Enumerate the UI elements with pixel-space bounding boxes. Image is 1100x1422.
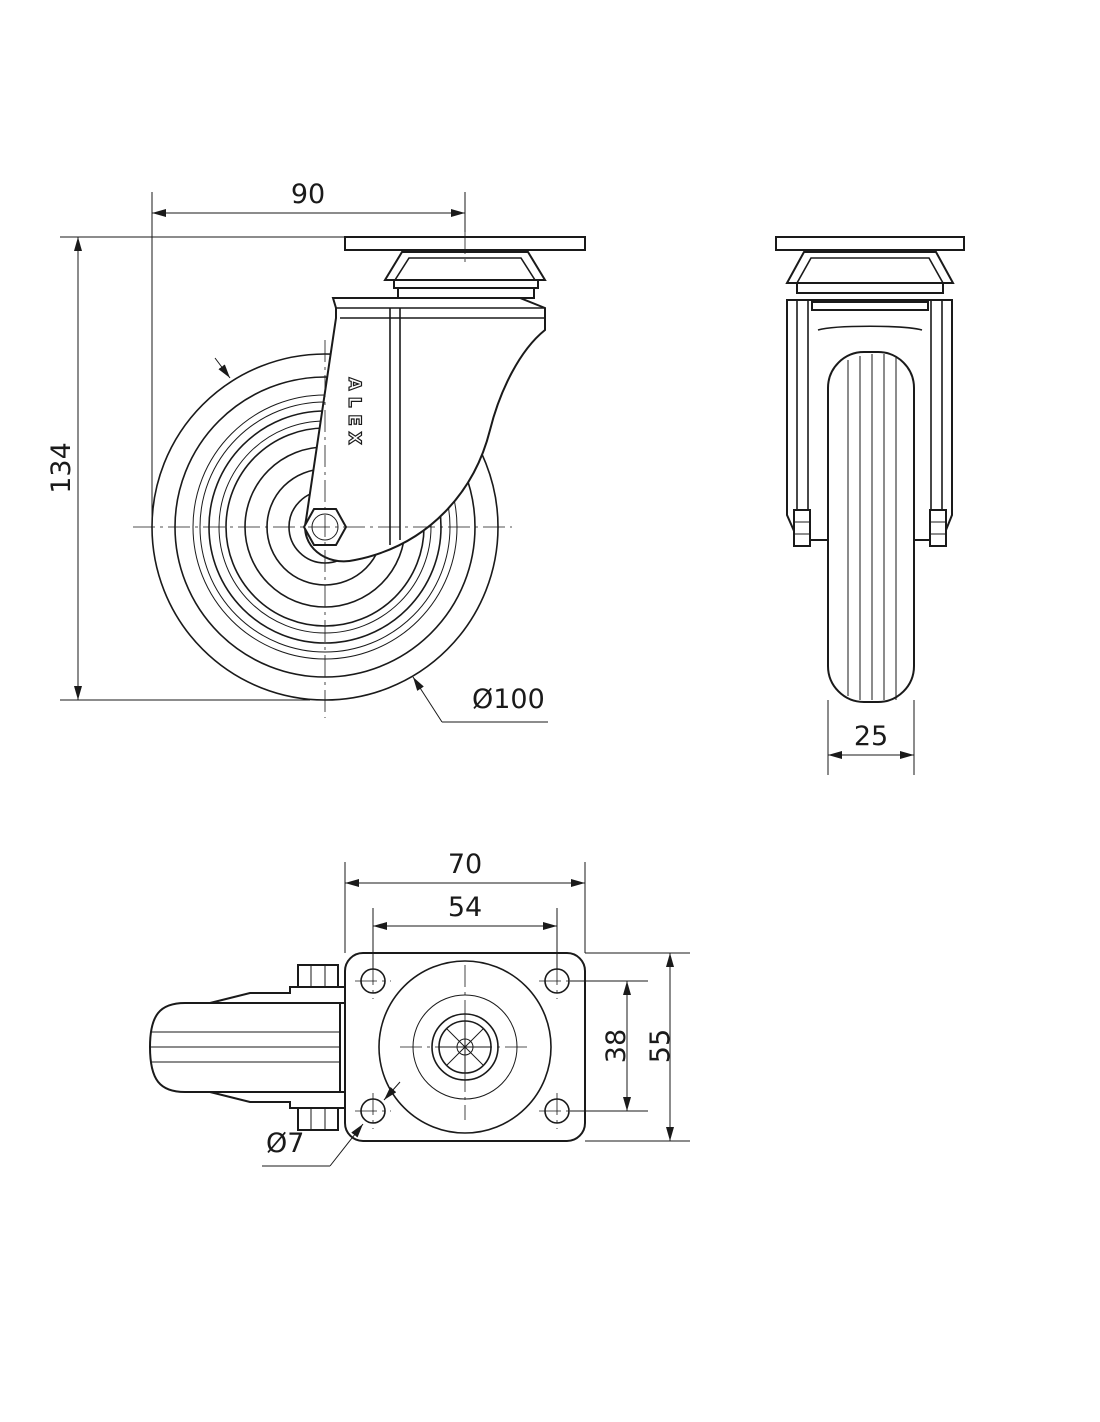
- dim-55-label: 55: [645, 1029, 676, 1063]
- dim-25-label: 25: [854, 721, 888, 752]
- brand-label: A L E X: [343, 377, 364, 445]
- dimension-plate-depth-55: 55: [585, 952, 690, 1142]
- brand-letter-a: A: [344, 377, 364, 391]
- dimension-plate-width-70: 70: [344, 849, 586, 953]
- dim-70-label: 70: [448, 849, 482, 880]
- brand-letter-x: X: [344, 431, 364, 444]
- dim-diameter-100-label: Ø100: [472, 684, 545, 715]
- dim-90-label: 90: [291, 179, 325, 210]
- dimension-width-90: 90: [151, 179, 466, 520]
- dimension-wheel-width-25: 25: [827, 700, 915, 775]
- brand-letter-e: E: [344, 414, 364, 426]
- side-wheel: [827, 351, 915, 703]
- front-fork: [302, 236, 586, 563]
- dimension-hole-spacing-38: 38: [570, 980, 648, 1112]
- dim-38-label: 38: [601, 1029, 632, 1063]
- dim-54-label: 54: [448, 892, 482, 923]
- dimension-diameter-100: Ø100: [214, 357, 548, 723]
- front-view: A L E X 90 134 Ø100: [46, 179, 586, 723]
- dimension-hole-diameter-7: Ø7: [262, 1081, 401, 1167]
- dimension-height-134: 134: [46, 236, 345, 701]
- brand-letter-l: L: [344, 397, 364, 408]
- side-view: 25: [775, 236, 965, 775]
- top-view: 70 54 38 55 Ø7: [148, 849, 690, 1167]
- dimension-hole-spacing-54: 54: [372, 892, 558, 970]
- dim-134-label: 134: [46, 442, 77, 494]
- dim-diameter-7-label: Ø7: [266, 1128, 304, 1159]
